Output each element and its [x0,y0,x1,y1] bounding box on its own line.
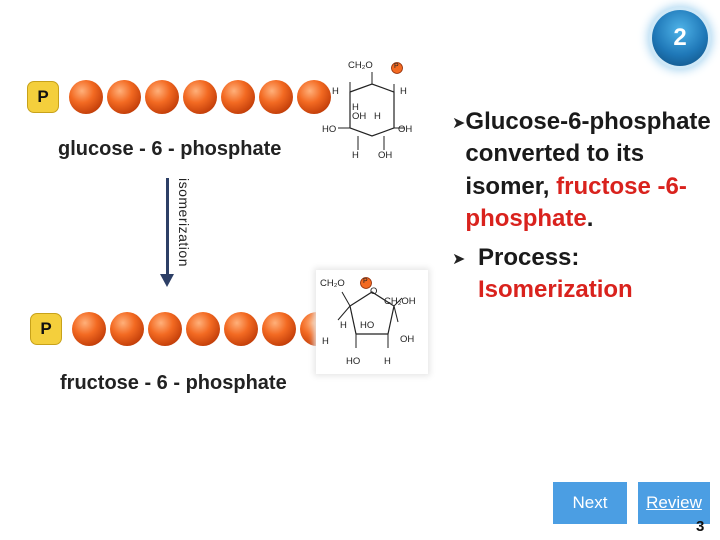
bullet-list: ➤ Glucose-6-phosphate converted to its i… [452,106,714,312]
phosphate-box: P [30,313,62,345]
sugar-bead [69,80,103,114]
bullet-segment: Glucose-6-phosphate converted to its iso… [465,108,711,200]
h-label: H [384,356,391,367]
bullet-item: ➤ Process: Isomerization [452,242,714,307]
sugar-bead [186,312,220,346]
phosphate-mini-label: P [363,278,368,285]
bullet-item: ➤ Glucose-6-phosphate converted to its i… [452,106,714,236]
arrow-bullet-icon: ➤ [452,250,466,268]
sugar-bead [262,312,296,346]
oh-label: OH [398,124,413,135]
review-button[interactable]: Review [638,482,710,524]
sugar-bead [107,80,141,114]
sugar-bead [110,312,144,346]
sugar-bead [183,80,217,114]
h-label: H [322,336,329,347]
ho-label: HO [360,320,375,331]
ho-label: HO [322,124,337,135]
bullet-highlight: fructose -6-phosphate [465,172,687,233]
down-arrow-icon [160,274,174,287]
glucose-label: glucose - 6 - phosphate [58,138,282,160]
bullet-highlight: Isomerization [478,275,633,303]
sugar-bead [72,312,106,346]
h-label: H [400,86,407,97]
h-label: H [352,150,359,161]
fructose-chain: P [30,312,338,346]
ch2o-label: CH₂O [348,60,373,71]
oh-label: OH [378,150,393,161]
sugar-bead [221,80,255,114]
oh-label: OH [352,111,367,122]
arrow-bullet-icon: ➤ [452,115,466,132]
sugar-bead [224,312,258,346]
h-label: H [352,102,359,113]
fructose-ring-svg [337,277,403,348]
ch2oh-label: CH₂OH [384,296,416,307]
ring-oxygen-label: O [370,286,378,297]
glucose-chain: P [27,80,335,114]
oh-label: OH [400,334,415,345]
ch2o-label: CH₂O [320,278,345,289]
h-label: H [374,111,381,122]
sugar-bead [145,80,179,114]
page-number: 3 [696,518,705,535]
phosphate-box: P [27,81,59,113]
fructose-ring-structure: CH₂O P O CH₂OH H H HO OH HO H [316,270,428,374]
bullet-text: Glucose-6-phosphate converted to its iso… [465,106,714,236]
glucose-ring-svg [338,62,404,150]
ho-label: HO [346,356,361,367]
phosphate-mini-label: P [394,63,399,70]
bullet-segment: . [586,205,594,233]
glucose-ring-structure: CH₂O P H H H OH H HO OH H OH [318,58,426,168]
next-button[interactable]: Next [553,482,627,524]
h-label: H [332,86,339,97]
bullet-text: Process: Isomerization [478,242,633,307]
sugar-bead [148,312,182,346]
sugar-bead [297,80,331,114]
h-label: H [340,320,347,331]
slide-number-badge: 2 [652,10,708,66]
isomerization-label: isomerization [176,178,192,267]
down-arrow-shaft [166,178,169,278]
sugar-bead [259,80,293,114]
bullet-segment: Process: [478,243,580,271]
fructose-label: fructose - 6 - phosphate [60,372,287,394]
